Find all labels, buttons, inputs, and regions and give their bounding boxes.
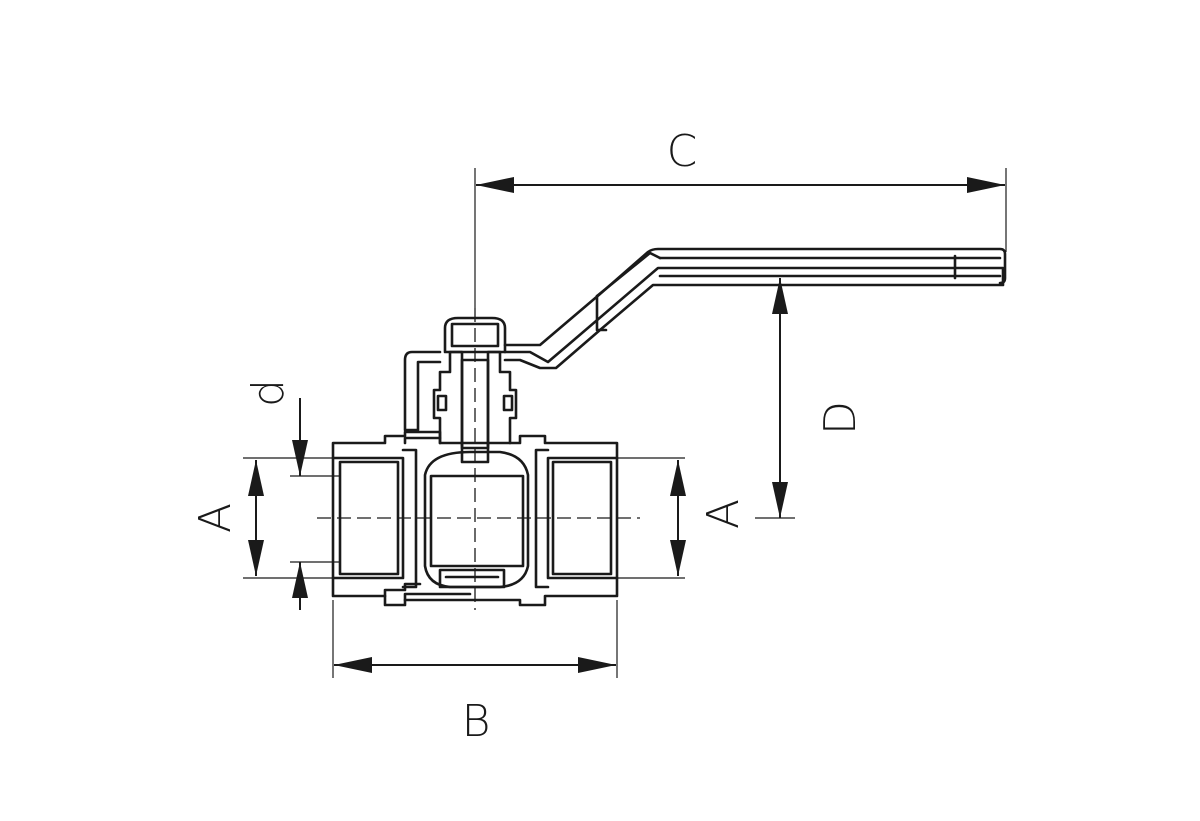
dimension-a-left-label: A [190, 503, 241, 533]
arrowhead [772, 278, 788, 314]
dimension-a-right-label: A [698, 499, 749, 529]
arrowhead [967, 177, 1005, 193]
dimension-a-left: A [190, 460, 264, 576]
arrowhead [292, 562, 308, 598]
arrowhead [476, 177, 514, 193]
dimension-a-right: A [670, 460, 749, 576]
lever-handle [403, 247, 1007, 432]
dimension-d-small-label: d [243, 379, 294, 407]
dimension-c: C [476, 126, 1005, 193]
arrowhead [248, 540, 264, 576]
arrowhead [248, 460, 264, 496]
dimension-d: D [772, 278, 866, 518]
arrowhead [292, 440, 308, 476]
valve-body [331, 430, 619, 607]
dimension-d-small: d [243, 379, 308, 610]
center-lines [317, 308, 640, 610]
arrowhead [578, 657, 616, 673]
arrowhead [772, 482, 788, 518]
dimension-d-label: D [815, 401, 866, 435]
arrowhead [670, 540, 686, 576]
arrowhead [334, 657, 372, 673]
extension-lines [243, 168, 1007, 678]
dimension-c-label: C [667, 126, 698, 177]
arrowhead [670, 460, 686, 496]
dimension-b: B [334, 657, 616, 747]
dimension-b-label: B [462, 696, 491, 747]
